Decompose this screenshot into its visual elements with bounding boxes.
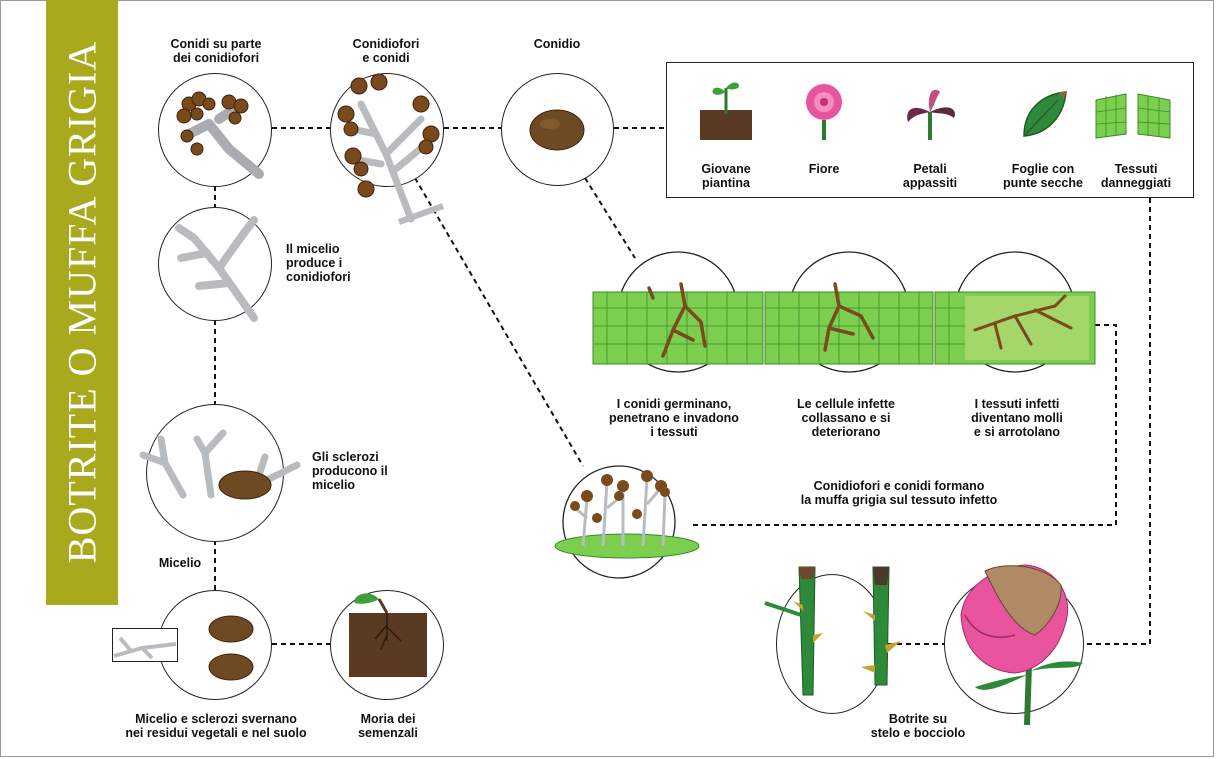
label-svernano: Micelio e sclerozi svernano nei residui … <box>125 712 307 740</box>
mycelium-inset-icon <box>112 628 178 662</box>
grey-mould-icon <box>554 465 700 579</box>
rose-bud-icon <box>960 564 1083 726</box>
host-label-tessuti-danneggiati: Tessuti danneggiati <box>1100 162 1172 190</box>
dead-seedling-icon <box>349 593 427 677</box>
tissue-molli-icon <box>934 251 1096 373</box>
seedling-icon <box>700 82 752 140</box>
damaged-tissue-icon <box>1095 93 1171 139</box>
conidiophore-icon <box>337 73 445 225</box>
wilted-petals-icon <box>907 89 955 140</box>
label-conidi-su-parte: Conidi su parte dei conidiofori <box>170 37 262 65</box>
label-micelio-produce: Il micelio produce i conidiofori <box>286 242 351 284</box>
label-muffa-grigia: Conidiofori e conidi formano la muffa gr… <box>800 479 998 507</box>
host-label-petali-appassiti: Petali appassiti <box>902 162 958 190</box>
label-conidio: Conidio <box>533 37 581 51</box>
sclerotia-pair-icon <box>208 615 254 681</box>
label-stelo-bocciolo: Botrite su stelo e bocciolo <box>870 712 966 740</box>
circle-bocciolo <box>944 564 1084 726</box>
label-molli: I tessuti infetti diventano molli e si a… <box>971 397 1063 439</box>
circle-micelio-produce <box>158 207 272 322</box>
label-collassano: Le cellule infette collassano e si deter… <box>797 397 895 439</box>
label-micelio: Micelio <box>158 556 202 570</box>
mycelium-icon <box>175 216 258 322</box>
label-germinano: I conidi germinano, penetrano e invadono… <box>609 397 739 439</box>
circle-conidiofori <box>330 73 445 225</box>
label-moria: Moria dei semenzali <box>358 712 418 740</box>
circle-conidi-su-parte <box>158 73 272 187</box>
host-label-giovane-piantina: Giovane piantina <box>701 162 751 190</box>
conidia-cluster-icon <box>176 91 264 179</box>
stem-icon <box>764 566 901 696</box>
leaf-icon <box>1023 91 1067 137</box>
conidium-icon <box>529 109 585 151</box>
circle-moria <box>330 590 444 700</box>
label-sclerozi-producono: Gli sclerozi producono il micelio <box>312 450 388 492</box>
circle-conidio <box>501 73 614 186</box>
host-label-foglie-punte-secche: Foglie con punte secche <box>1003 162 1083 190</box>
host-label-fiore: Fiore <box>808 162 840 176</box>
tissue-collassano-icon <box>764 251 934 373</box>
flower-icon <box>806 84 842 140</box>
circle-sclerozi <box>139 404 301 542</box>
label-conidiofori-e-conidi: Conidiofori e conidi <box>352 37 420 65</box>
title-band <box>46 0 118 605</box>
sclerotium-icon <box>139 429 301 500</box>
tissue-germinano-icon <box>592 251 764 373</box>
circle-stelo <box>764 566 901 714</box>
